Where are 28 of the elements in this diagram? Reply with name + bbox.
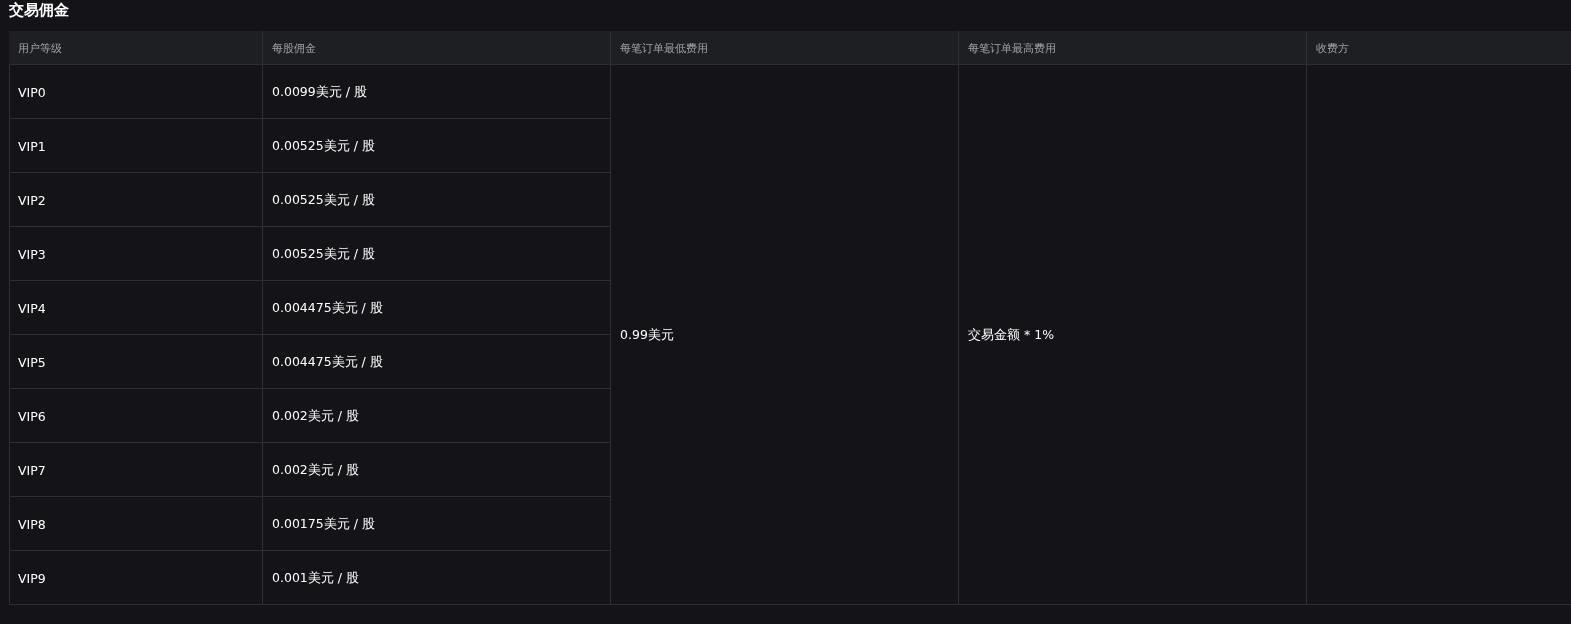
section-title: 交易佣金 (9, 0, 69, 20)
column-header: 每笔订单最高费用 (968, 40, 1056, 55)
table-cell-text: 0.004475美元 / 股 (272, 299, 383, 316)
table-cell-text: VIP7 (18, 462, 46, 477)
column-header: 每笔订单最低费用 (620, 40, 708, 55)
table-cell-text: VIP2 (18, 192, 46, 207)
table-cell-text: 0.00175美元 / 股 (272, 515, 375, 532)
table-cell-text: 0.00525美元 / 股 (272, 191, 375, 208)
table-cell-text: 0.00525美元 / 股 (272, 245, 375, 262)
table-cell-text: 0.00525美元 / 股 (272, 137, 375, 154)
table-cell-text: 0.002美元 / 股 (272, 407, 359, 424)
table-cell-text: VIP3 (18, 246, 46, 261)
table-cell-text: 0.0099美元 / 股 (272, 83, 367, 100)
table-cell-text: 0.99美元 (620, 326, 674, 343)
table-cell-text: VIP4 (18, 300, 46, 315)
table-cell-text: VIP6 (18, 408, 46, 423)
table-cell-text: VIP0 (18, 84, 46, 99)
table-cell-text: VIP8 (18, 516, 46, 531)
column-header: 每股佣金 (272, 40, 316, 55)
column-header: 用户等级 (18, 40, 62, 55)
table-cell-text: VIP9 (18, 570, 46, 585)
column-header: 收费方 (1316, 40, 1349, 55)
table-cell-text: 0.002美元 / 股 (272, 461, 359, 478)
table-cell-text: 交易金额 * 1% (968, 326, 1055, 343)
table-cell-text: VIP1 (18, 138, 46, 153)
table-cell-text: 0.004475美元 / 股 (272, 353, 383, 370)
table-cell-text: VIP5 (18, 354, 46, 369)
table-cell-text: 0.001美元 / 股 (272, 569, 359, 586)
